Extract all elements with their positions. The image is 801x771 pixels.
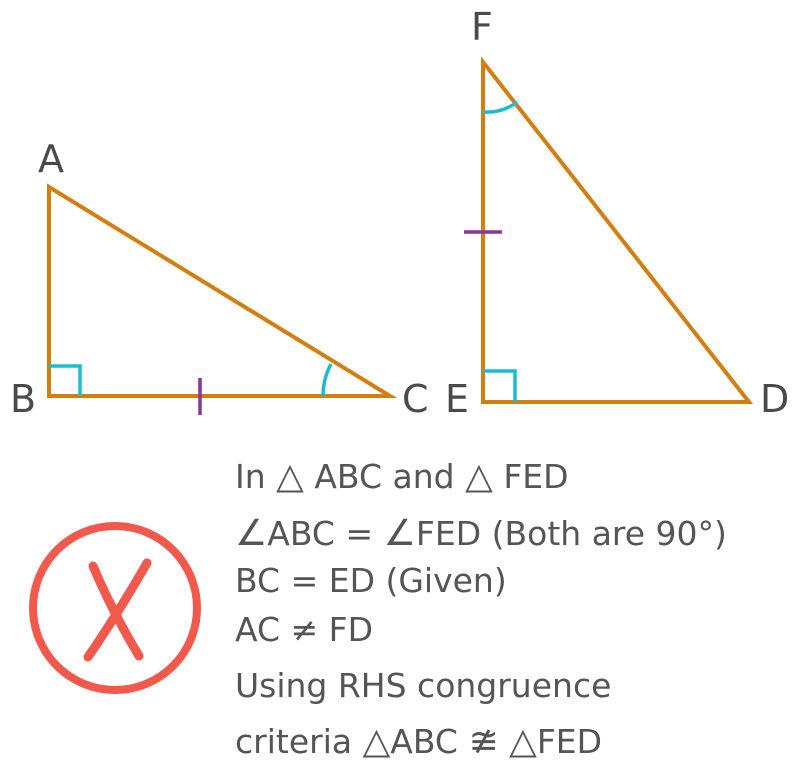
right-angle-marker-b [49, 364, 82, 396]
line1-joiner: and [393, 457, 455, 496]
triangle-abc [47, 183, 398, 415]
cross-stroke-1 [88, 561, 144, 661]
line2-reason: (Both are 90°) [492, 514, 727, 553]
cross-stroke-2 [83, 558, 152, 662]
angle-symbol-1: ∠ [235, 513, 267, 554]
angle-arc-c [321, 363, 333, 397]
line1-prefix: In [235, 457, 266, 496]
line6-tri2: FED [537, 722, 602, 761]
line1-tri1: ABC [314, 457, 382, 496]
vertex-label-b: B [10, 377, 36, 421]
cross-in-circle-icon [29, 522, 201, 694]
not-congruent-symbol: ≇ [468, 721, 498, 762]
line2-angle2: FED [416, 514, 481, 553]
triangle-abc-outline [47, 183, 398, 398]
vertex-label-c: C [402, 377, 429, 421]
line2-angle1: ABC [267, 514, 335, 553]
statement-line-5: Using RHS congruence [235, 666, 611, 705]
vertex-label-a: A [38, 137, 64, 181]
triangle-fed-outline [481, 56, 754, 404]
line6-prefix: criteria [235, 722, 352, 761]
triangle-fed [464, 56, 754, 404]
angle-symbol-2: ∠ [384, 513, 416, 554]
statement-line-2: ∠ABC = ∠FED (Both are 90°) [235, 513, 727, 554]
triangle-symbol-3: △ [363, 721, 391, 762]
triangle-symbol-2: △ [465, 456, 493, 497]
vertex-label-e: E [445, 377, 469, 421]
triangle-symbol-4: △ [509, 721, 537, 762]
line6-tri1: ABC [390, 722, 458, 761]
vertex-label-f: F [471, 5, 493, 49]
statement-line-3: BC = ED (Given) [235, 561, 507, 600]
vertex-label-d: D [760, 377, 789, 421]
statement-line-6: criteria △ABC ≇ △FED [235, 721, 602, 762]
right-angle-marker-e [483, 369, 517, 402]
statement-line-4: AC ≠ FD [235, 610, 373, 649]
angle-arc-f [482, 100, 519, 114]
triangle-symbol-1: △ [276, 456, 304, 497]
statement-line-1: In △ ABC and △ FED [235, 456, 569, 497]
line1-tri2: FED [503, 457, 568, 496]
cross-circle [29, 522, 201, 694]
line2-eq: = [345, 514, 373, 553]
